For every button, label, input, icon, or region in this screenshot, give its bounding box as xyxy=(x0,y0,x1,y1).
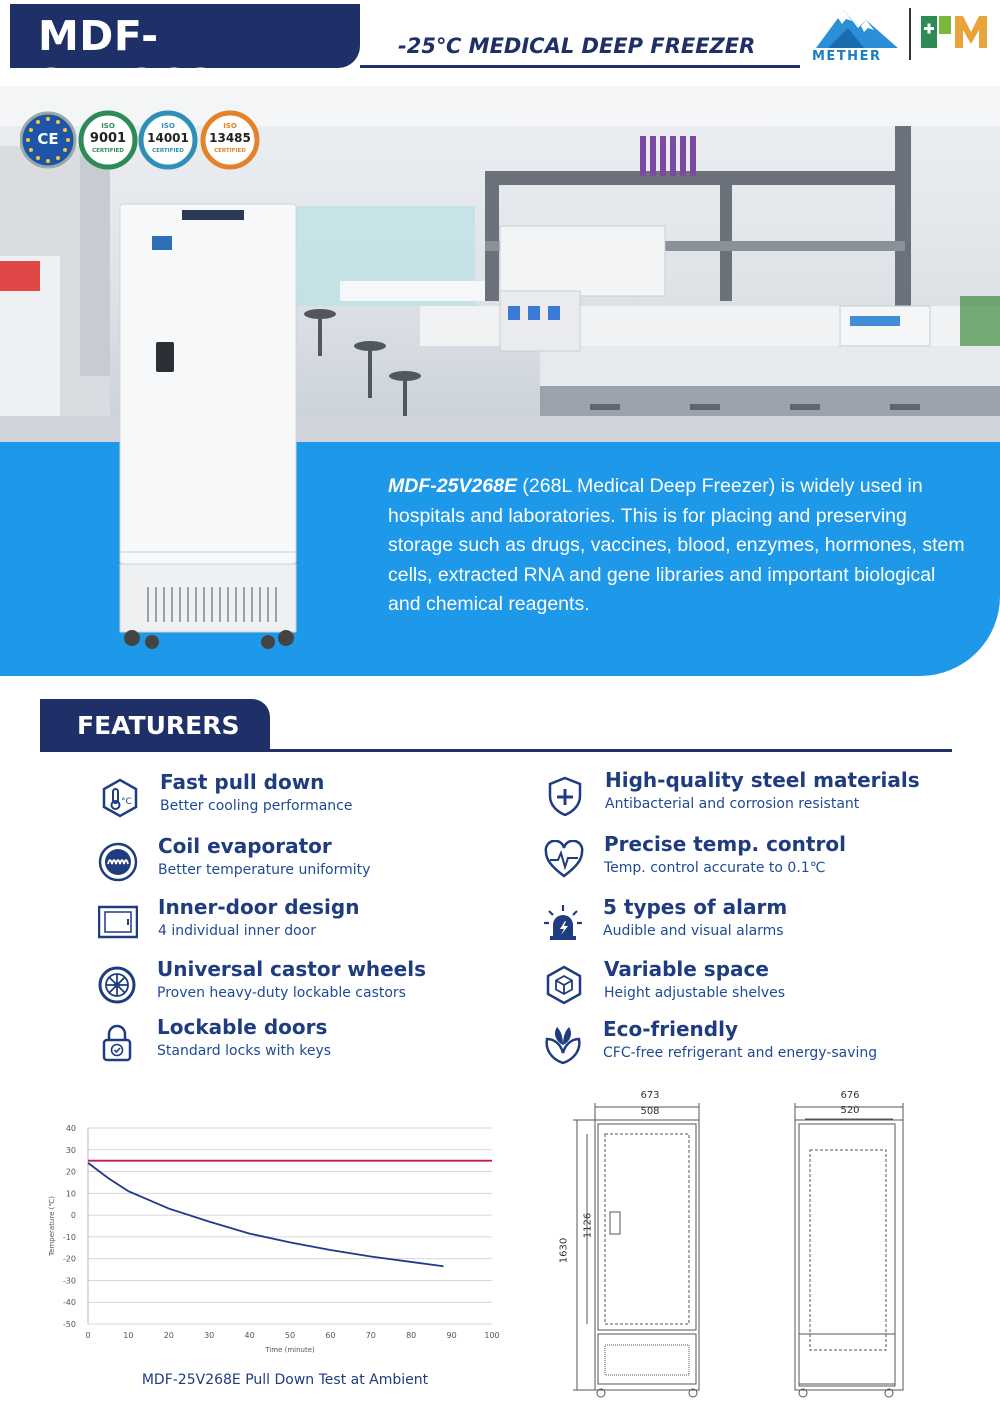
freezer-dimension-svg xyxy=(573,1103,904,1398)
feature-desc: Height adjustable shelves xyxy=(604,985,786,1001)
feature-title: Coil evaporator xyxy=(158,834,332,858)
iso-14001-label: 14001 xyxy=(147,131,189,145)
mether-brand-text: METHER xyxy=(812,49,882,64)
mether-logo-icon xyxy=(816,10,898,48)
feature-desc: Proven heavy-duty lockable castors xyxy=(157,985,406,1001)
feature-title: 5 types of alarm xyxy=(603,895,788,919)
thermometer-icon: °C xyxy=(102,778,138,818)
front-width-label: 673 xyxy=(640,1090,660,1101)
x-axis-label: Time (minute) xyxy=(264,1346,315,1354)
features-tab xyxy=(40,699,270,751)
y-tick-label: -20 xyxy=(63,1255,76,1264)
iso-13485-top: ISO xyxy=(223,122,237,130)
x-tick-label: 60 xyxy=(325,1331,335,1340)
x-tick-label: 70 xyxy=(366,1331,376,1340)
logo-divider xyxy=(909,8,911,60)
x-tick-label: 90 xyxy=(447,1331,457,1340)
wheel-icon xyxy=(98,966,136,1004)
iso-13485-label: 13485 xyxy=(209,131,251,145)
x-tick-label: 30 xyxy=(204,1331,214,1340)
header-underline xyxy=(360,65,800,68)
feature-title: Inner-door design xyxy=(158,895,360,919)
y-tick-label: 40 xyxy=(66,1124,76,1133)
feature-title: Lockable doors xyxy=(157,1015,328,1039)
iso-14001-sub: CERTIFIED xyxy=(152,148,184,154)
pm-logo-icon xyxy=(921,16,987,48)
svg-text:°C: °C xyxy=(121,797,132,807)
features-underline xyxy=(40,749,952,752)
coil-icon xyxy=(98,842,138,882)
y-tick-label: -10 xyxy=(63,1233,76,1242)
y-tick-label: -30 xyxy=(63,1276,76,1285)
y-tick-label: 10 xyxy=(66,1189,76,1198)
front-inner-label: 508 xyxy=(640,1106,660,1117)
y-axis-label: Temperature (℃) xyxy=(48,1196,56,1257)
feature-desc: Temp. control accurate to 0.1℃ xyxy=(604,860,826,876)
feature-title: Universal castor wheels xyxy=(157,957,427,981)
feature-title: Precise temp. control xyxy=(604,832,846,856)
iso-13485-sub: CERTIFIED xyxy=(214,148,246,154)
x-tick-label: 20 xyxy=(164,1331,174,1340)
shield-icon xyxy=(548,776,582,816)
feature-desc: Better temperature uniformity xyxy=(158,862,371,878)
feature-desc: Audible and visual alarms xyxy=(603,923,784,939)
iso-14001-top: ISO xyxy=(161,122,175,130)
feature-title: Variable space xyxy=(604,957,769,981)
freezer-product-image xyxy=(119,203,297,649)
cube-icon xyxy=(546,965,582,1005)
model-banner: MDF-25V268E xyxy=(10,4,360,108)
x-tick-label: 40 xyxy=(245,1331,255,1340)
door-icon xyxy=(98,905,138,939)
feature-desc: CFC-free refrigerant and energy-saving xyxy=(603,1045,878,1061)
ce-badge-label: CE xyxy=(37,130,59,148)
y-tick-label: -50 xyxy=(63,1320,76,1329)
lock-icon xyxy=(102,1024,132,1062)
y-tick-label: 20 xyxy=(66,1168,76,1177)
height-label: 1630 xyxy=(558,1237,570,1264)
x-tick-label: 100 xyxy=(484,1331,499,1340)
feature-desc: Antibacterial and corrosion resistant xyxy=(605,796,860,812)
leaf-icon xyxy=(545,1027,581,1065)
y-tick-label: 0 xyxy=(71,1211,76,1220)
feature-desc: Standard locks with keys xyxy=(157,1043,332,1059)
features-title: FEATURERS xyxy=(77,711,240,740)
series-line-1 xyxy=(87,1162,444,1268)
description-text: (268L Medical Deep Freezer) is widely us… xyxy=(388,475,965,615)
iso-9001-label: 9001 xyxy=(89,131,127,146)
x-tick-label: 0 xyxy=(85,1331,90,1340)
feature-title: Eco-friendly xyxy=(603,1017,738,1041)
dimension-drawing: 673 508 1630 1126 676 520 xyxy=(555,1090,915,1402)
product-subtitle: -25℃ MEDICAL DEEP FREEZER xyxy=(398,34,756,58)
feature-desc: 4 individual inner door xyxy=(158,923,316,939)
x-tick-label: 80 xyxy=(406,1331,416,1340)
x-tick-label: 50 xyxy=(285,1331,295,1340)
certification-badges: CE ISO 9001 CERTIFIED ISO 14001 CERTIFIE… xyxy=(19,110,270,170)
pulse-icon xyxy=(544,840,584,878)
y-tick-label: 30 xyxy=(66,1146,76,1155)
description-model: MDF-25V268E xyxy=(388,475,517,497)
y-tick-label: -40 xyxy=(63,1298,76,1307)
iso-9001-top: ISO xyxy=(101,122,115,130)
feature-title: High-quality steel materials xyxy=(605,768,920,792)
feature-desc: Better cooling performance xyxy=(160,798,353,814)
alarm-icon xyxy=(544,905,582,940)
iso-9001-sub: CERTIFIED xyxy=(92,148,124,154)
chart-caption: MDF-25V268E Pull Down Test at Ambient xyxy=(141,1372,429,1388)
x-tick-label: 10 xyxy=(123,1331,133,1340)
side-inner-label: 520 xyxy=(840,1105,860,1116)
side-width-label: 676 xyxy=(840,1090,860,1101)
feature-title: Fast pull down xyxy=(160,770,325,794)
inner-height-label: 1126 xyxy=(582,1212,594,1239)
product-description: MDF-25V268E (268L Medical Deep Freezer) … xyxy=(388,472,968,620)
